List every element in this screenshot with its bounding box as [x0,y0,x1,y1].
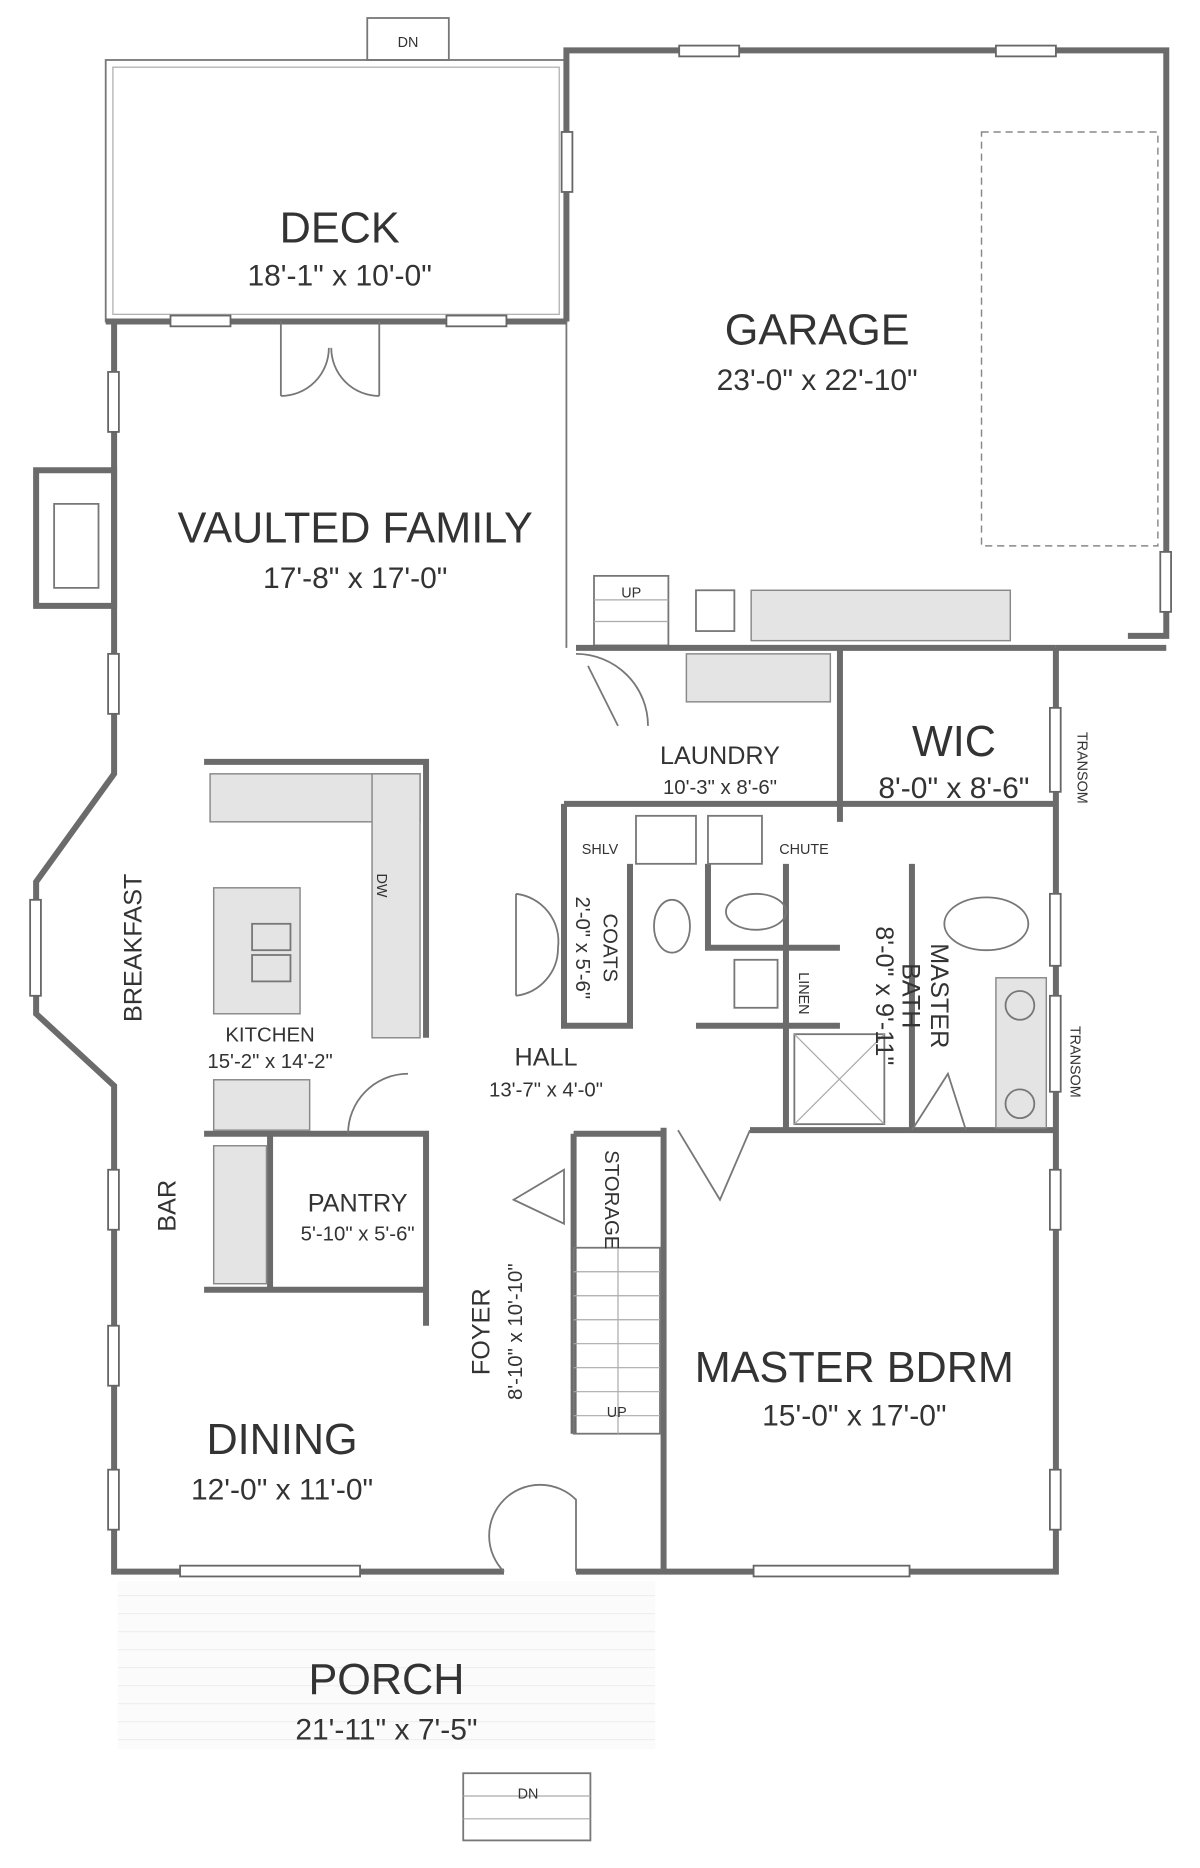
porch-name: PORCH [308,1656,464,1704]
porch-steps [462,1772,592,1842]
deck-steps [366,17,450,61]
master-bath-name: MASTER [925,943,953,1048]
pantry-name: PANTRY [308,1190,408,1218]
dw-label: DW [373,873,389,897]
coats-name: COATS [599,913,621,982]
kitchen-size: 15'-2" x 14'-2" [207,1051,332,1073]
laundry-name: LAUNDRY [660,742,780,770]
transom-label-1: TRANSOM [1073,732,1089,804]
garage-name: GARAGE [725,306,910,354]
room-labels: DECK 18'-1" x 10'-0" GARAGE 23'-0" x 22'… [120,204,1090,1746]
laundry-size: 10'-3" x 8'-6" [663,777,777,799]
garage-area: UP [560,44,1172,651]
master-bdrm-name: MASTER BDRM [695,1344,1014,1392]
breakfast-name: BREAKFAST [120,874,148,1022]
foyer-name: FOYER [468,1288,496,1375]
master-bath-name2: BATH [896,963,924,1028]
kitchen-name: KITCHEN [225,1024,314,1046]
porch-area: DN [117,1581,656,1842]
storage-name: STORAGE [600,1150,622,1249]
shlv-label: SHLV [582,842,619,858]
deck-size: 18'-1" x 10'-0" [247,260,431,293]
master-bdrm-size: 15'-0" x 17'-0" [762,1399,946,1432]
dining-size: 12'-0" x 11'-0" [191,1474,373,1507]
chute-label: CHUTE [779,842,829,858]
hall-name: HALL [515,1043,578,1071]
up-garage-label: UP [621,585,641,601]
foyer-size: 8'-10" x 10'-10" [505,1263,527,1400]
dining-name: DINING [206,1416,357,1464]
family-name: VAULTED FAMILY [178,504,533,552]
up-stair-label: UP [607,1405,627,1421]
family-size: 17'-8" x 17'-0" [263,562,447,595]
deck-name: DECK [280,204,400,252]
fixtures [209,653,1048,1435]
porch-size: 21'-11" x 7'-5" [295,1714,477,1747]
dn-porch-label: DN [518,1786,539,1802]
linen-label: LINEN [795,972,811,1014]
master-bath-size: 8'-0" x 9'-11" [870,926,898,1065]
coats-size: 2'-0" x 5'-6" [571,896,593,999]
transom-label-2: TRANSOM [1066,1026,1082,1098]
pantry-size: 5'-10" x 5'-6" [301,1224,415,1246]
bar-name: BAR [153,1180,181,1232]
dn-deck-label: DN [398,35,419,51]
hall-size: 13'-7" x 4'-0" [489,1080,603,1102]
garage-size: 23'-0" x 22'-10" [717,364,918,397]
wic-size: 8'-0" x 8'-6" [878,772,1029,805]
exterior-walls [29,314,1062,1578]
wic-name: WIC [912,718,996,766]
